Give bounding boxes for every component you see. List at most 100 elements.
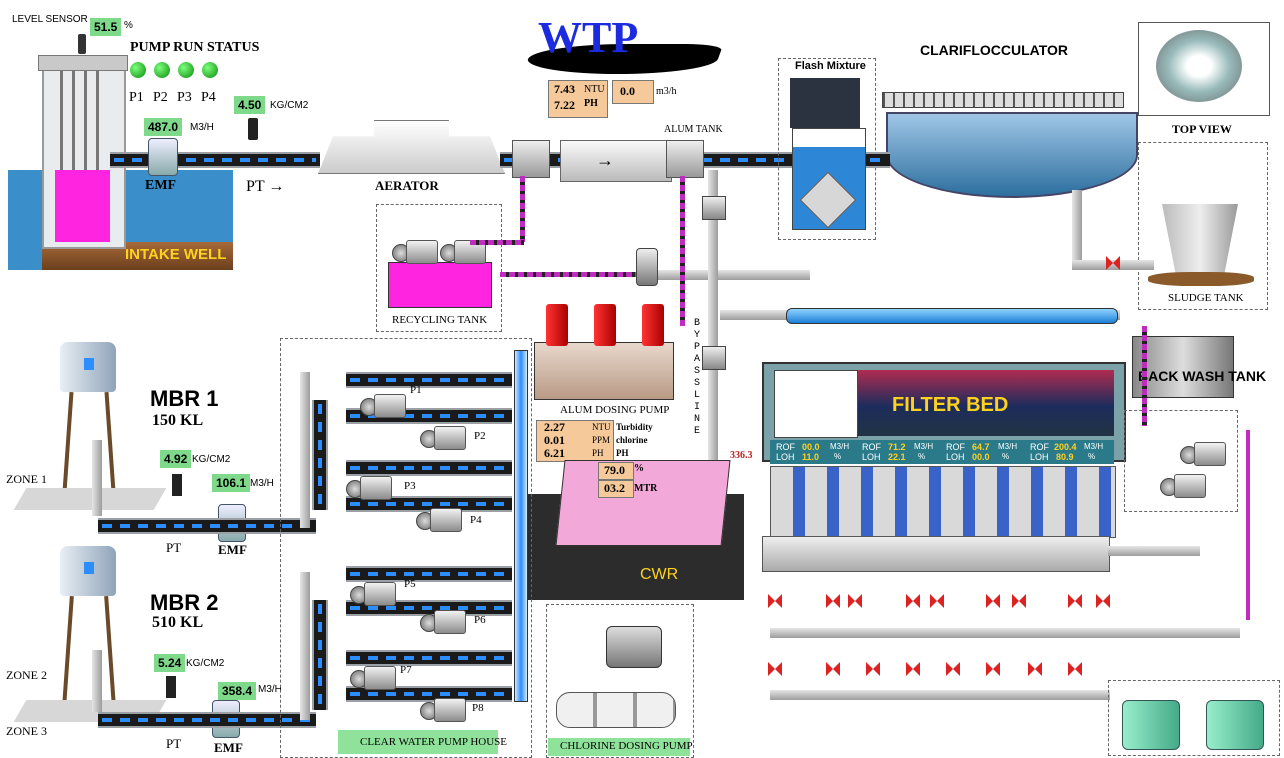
filter-valve-5[interactable] [930, 594, 944, 608]
cwr-level-value: 79.0 [604, 463, 625, 478]
recycling-tank-body [388, 262, 492, 308]
back-wash-pump-2[interactable] [1160, 472, 1206, 500]
clear-water-pump-p5[interactable] [350, 580, 396, 608]
filter-valve-8[interactable] [1068, 594, 1082, 608]
intake-pressure-unit: KG/CM2 [270, 100, 308, 111]
junction-box-right [666, 140, 704, 178]
mbr1-capacity: 150 KL [152, 412, 203, 430]
pump-status-label-p4: P4 [201, 90, 216, 106]
level-sensor-icon [78, 34, 86, 54]
filter-cell-3-rof: ROF [946, 442, 965, 452]
recycle-return-line [500, 272, 640, 277]
filter-cell-4-rof: ROF [1030, 442, 1049, 452]
filter-bed-label: FILTER BED [892, 394, 1008, 417]
pump-status-label-p3: P3 [177, 90, 192, 106]
mbr2-level-window [84, 562, 94, 574]
filter-valve-16[interactable] [1028, 662, 1042, 676]
filter-valve-6[interactable] [986, 594, 1000, 608]
filter-valve-3[interactable] [848, 594, 862, 608]
bypass-char: S [694, 366, 702, 378]
filter-cell-3-loh: LOH [946, 452, 965, 462]
clear-water-pump-p4[interactable] [416, 506, 462, 534]
filter-valve-17[interactable] [1068, 662, 1082, 676]
filter-valve-15[interactable] [986, 662, 1000, 676]
zone2-label: ZONE 2 [6, 668, 47, 683]
level-sensor-unit: % [124, 20, 133, 31]
filter-cell-4-u1: M3/H [1084, 442, 1103, 451]
cwr-label: CWR [640, 566, 678, 584]
pump-header-1 [300, 372, 310, 528]
mbr1-pressure-value: 4.92 [160, 450, 191, 468]
aerator-unit [318, 120, 505, 174]
static-mixer [560, 140, 672, 182]
alum-line-down [680, 176, 685, 326]
filter-cell-2-v2: 22.1 [888, 452, 906, 462]
filter-cell-2-u1: M3/H [914, 442, 933, 451]
filter-valve-1[interactable] [768, 594, 782, 608]
alum-dosing-tank [534, 342, 674, 400]
filter-valve-12[interactable] [866, 662, 880, 676]
cwr-flow-value: 336.3 [730, 450, 753, 461]
zone3-label: ZONE 3 [6, 724, 47, 739]
filter-cell-3-v1: 64.7 [972, 442, 990, 452]
recycling-pump-1[interactable] [392, 238, 438, 266]
mbr1-emf-label: EMF [218, 542, 247, 558]
page-title: WTP [538, 12, 638, 63]
clear-water-pump-p3[interactable] [346, 474, 392, 502]
chlorine-doser-unit [606, 626, 662, 668]
filter-valve-13[interactable] [906, 662, 920, 676]
alum-tank-label: ALUM TANK [664, 124, 723, 135]
top-view-image [1156, 30, 1242, 102]
clear-water-pump-p1[interactable] [360, 392, 406, 420]
filter-valve-10[interactable] [768, 662, 782, 676]
mbr2-emf-label: EMF [214, 740, 243, 756]
clear-water-pump-label-p7: P7 [400, 664, 412, 676]
alum-dosing-motor-3 [642, 304, 664, 346]
recycle-line-h [470, 240, 524, 245]
mbr1-flow-unit: M3/H [250, 478, 274, 489]
blower-2 [1206, 700, 1264, 750]
clear-water-pump-p7[interactable] [350, 664, 396, 692]
clear-water-pump-p2[interactable] [420, 424, 466, 452]
filter-valve-4[interactable] [906, 594, 920, 608]
clear-water-pump-p8[interactable] [420, 696, 466, 724]
filter-cell-4-u2: % [1088, 452, 1095, 461]
filter-valve-9[interactable] [1096, 594, 1110, 608]
intake-flow-unit: M3/H [190, 122, 214, 133]
pump-status-led-p1 [130, 62, 146, 78]
mixer-ph-value: 7.22 [554, 98, 575, 113]
pump-header-2 [300, 572, 310, 720]
bypass-valve-2[interactable] [702, 346, 726, 370]
blower-1 [1122, 700, 1180, 750]
mixer-ntu-value: 7.43 [554, 82, 575, 97]
filter-valve-14[interactable] [946, 662, 960, 676]
level-sensor-label: LEVEL SENSOR [12, 14, 88, 25]
mbr2-pt-icon [166, 676, 176, 698]
filter-valve-2[interactable] [826, 594, 840, 608]
mbr2-leg-right [104, 596, 116, 706]
ph-value: 6.21 [544, 446, 565, 461]
intake-main-pipe [110, 152, 320, 168]
chlorine-unit: PPM [592, 435, 610, 445]
mbr1-pressure-unit: KG/CM2 [192, 454, 230, 465]
filter-cell-3-u2: % [1002, 452, 1009, 461]
filter-cell-1-v1: 00.0 [802, 442, 820, 452]
filter-drain-pipe-2 [770, 690, 1110, 700]
filter-cell-1-rof: ROF [776, 442, 795, 452]
clear-water-pump-p6[interactable] [420, 608, 466, 636]
recycle-control-valve[interactable] [636, 248, 658, 286]
pump-status-led-p3 [178, 62, 194, 78]
filter-cell-1-u1: M3/H [830, 442, 849, 451]
filter-underdrain [770, 466, 1116, 538]
bypass-char: A [694, 354, 702, 366]
bypass-valve-1[interactable] [702, 196, 726, 220]
filter-bed-window [774, 370, 858, 438]
filter-valve-7[interactable] [1012, 594, 1026, 608]
mbr1-riser [92, 440, 102, 516]
intake-well-pipes [60, 70, 106, 170]
filter-valve-11[interactable] [826, 662, 840, 676]
mixer-flow-value: 0.0 [620, 84, 635, 99]
sludge-valve[interactable] [1106, 256, 1120, 270]
level-sensor-value: 51.5 [90, 18, 121, 36]
back-wash-pump-1[interactable] [1180, 440, 1226, 468]
